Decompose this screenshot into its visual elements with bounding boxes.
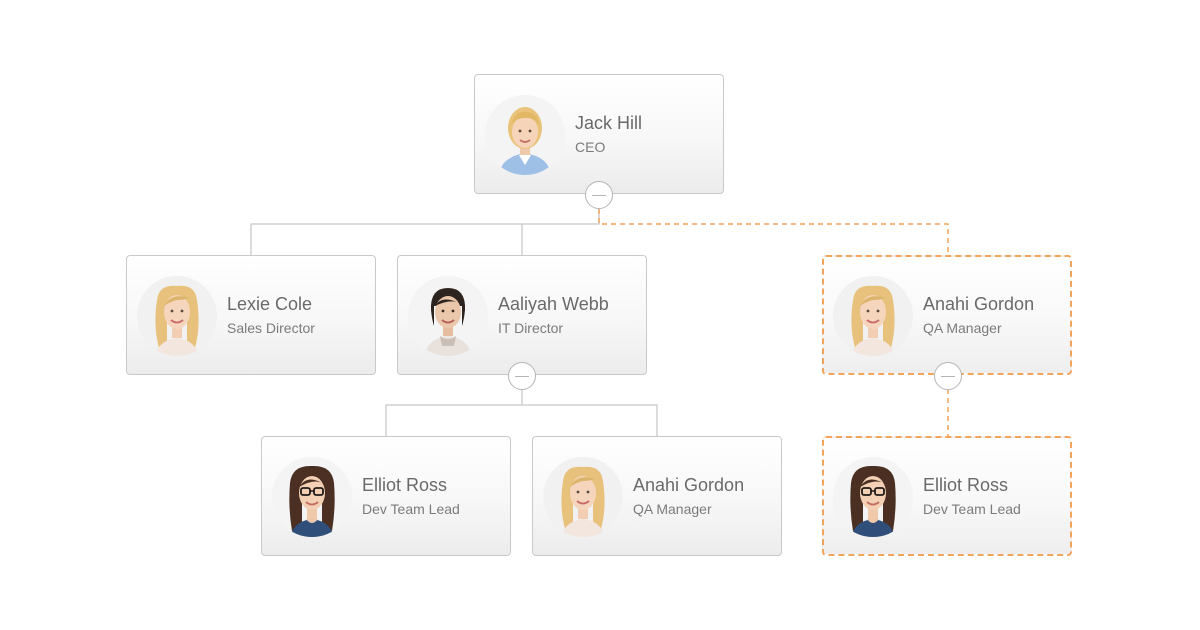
node-title: Dev Team Lead bbox=[362, 501, 460, 517]
node-lexie-cole[interactable]: Lexie Cole Sales Director bbox=[126, 255, 376, 375]
connector-it-director-to-leads bbox=[385, 389, 658, 436]
blonde-woman-avatar-icon bbox=[137, 276, 217, 356]
node-name: Elliot Ross bbox=[923, 475, 1009, 495]
avatar bbox=[137, 276, 217, 356]
blonde-woman-shirt-avatar-icon bbox=[485, 95, 565, 175]
node-name: Jack Hill bbox=[575, 113, 643, 133]
node-elliot-ross[interactable]: Elliot Ross Dev Team Lead bbox=[261, 436, 511, 556]
assistant-connector-ceo-to-qa bbox=[598, 209, 949, 255]
node-name: Elliot Ross bbox=[362, 475, 448, 495]
blonde-woman-avatar-icon bbox=[833, 276, 913, 356]
node-title: Dev Team Lead bbox=[923, 501, 1021, 517]
blonde-woman-avatar-icon bbox=[543, 457, 623, 537]
node-title: Sales Director bbox=[227, 320, 315, 336]
collapse-toggle-jack-hill[interactable] bbox=[585, 181, 613, 209]
collapse-toggle-aaliyah-webb[interactable] bbox=[508, 362, 536, 390]
glasses-woman-avatar-icon bbox=[272, 457, 352, 537]
node-aaliyah-webb[interactable]: Aaliyah Webb IT Director bbox=[397, 255, 647, 375]
avatar bbox=[833, 457, 913, 537]
node-name: Aaliyah Webb bbox=[498, 294, 609, 314]
node-name: Anahi Gordon bbox=[923, 294, 1035, 314]
node-anahi-gordon[interactable]: Anahi Gordon QA Manager bbox=[532, 436, 782, 556]
node-anahi-gordon-assistant[interactable]: Anahi Gordon QA Manager bbox=[822, 255, 1072, 375]
node-title: CEO bbox=[575, 139, 606, 155]
dark-hair-woman-avatar-icon bbox=[408, 276, 488, 356]
dashed-assistant-lines bbox=[598, 209, 949, 436]
avatar bbox=[543, 457, 623, 537]
collapse-toggle-anahi-gordon-assistant[interactable] bbox=[934, 362, 962, 390]
avatar bbox=[833, 276, 913, 356]
node-name: Lexie Cole bbox=[227, 294, 313, 314]
glasses-woman-avatar-icon bbox=[833, 457, 913, 537]
node-elliot-ross-assistant[interactable]: Elliot Ross Dev Team Lead bbox=[822, 436, 1072, 556]
node-name: Anahi Gordon bbox=[633, 475, 745, 495]
solid-connector-lines bbox=[250, 209, 658, 436]
avatar bbox=[485, 95, 565, 175]
avatar bbox=[408, 276, 488, 356]
node-title: IT Director bbox=[498, 320, 564, 336]
node-title: QA Manager bbox=[633, 501, 712, 517]
node-title: QA Manager bbox=[923, 320, 1002, 336]
avatar bbox=[272, 457, 352, 537]
connector-ceo-to-directors bbox=[250, 209, 600, 255]
node-jack-hill[interactable]: Jack Hill CEO bbox=[474, 74, 724, 194]
